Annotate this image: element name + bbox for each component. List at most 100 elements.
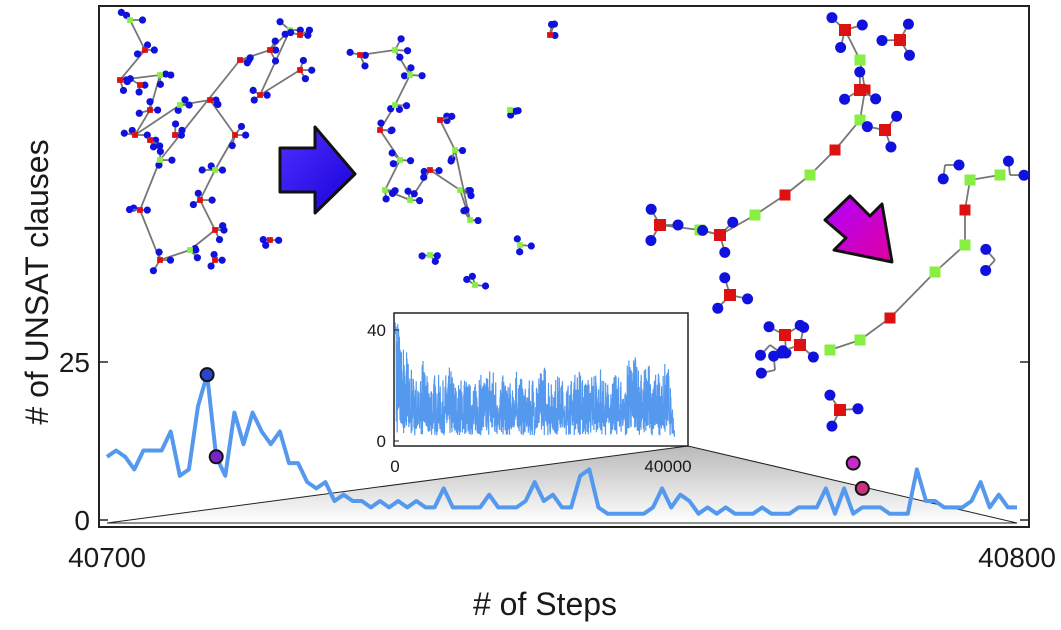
unsat-clause-node [839,24,851,36]
variable-node [672,219,684,231]
satisfied-clause-node [392,47,398,53]
variable-node [243,59,251,67]
graph-edge [199,199,216,231]
variable-node [275,236,283,244]
variable-node [407,64,415,72]
variable-node [903,49,915,61]
variable-node [361,51,369,59]
variable-node [458,146,467,155]
variable-node [346,48,354,56]
variable-node [174,106,182,114]
variable-node [447,157,455,165]
unsat-clause-node [879,124,891,136]
variable-node [839,93,851,105]
satisfied-clause-node [397,157,403,163]
variable-node [299,56,307,65]
variable-node [433,252,441,260]
graph-node [884,312,896,324]
unsat-clause-node [237,57,243,63]
variable-node [155,161,163,169]
variable-node [481,282,490,290]
main-axis-ticks [99,361,1029,521]
variable-node [305,26,314,34]
purple-transition-arrow [823,194,894,264]
unsat-clause-node [137,82,143,88]
unsat-clause-node [834,404,846,416]
satisfied-clause-node [407,197,413,203]
variable-node [835,41,847,53]
satisfied-clause-node [517,242,523,248]
variable-node [389,160,397,168]
variable-node [856,19,868,31]
variable-node [301,75,310,83]
inset-plot: 40 0 0 40000 [367,312,692,476]
unsat-clause-node [357,52,363,58]
variable-node [162,70,170,78]
satisfied-clause-node [457,187,463,193]
variable-node [712,302,724,314]
zoom-wedge [106,445,1018,524]
y-tick-label-0: 0 [74,505,90,536]
variable-node [213,100,221,108]
variable-node [937,173,949,185]
variable-node [125,205,134,214]
variable-node [146,98,154,106]
satisfied-clause-node [382,187,388,193]
satisfied-clause-node [127,17,133,23]
inset-y-tick-0: 0 [377,432,386,451]
variable-node [156,80,164,88]
variable-node [218,256,226,264]
variable-node [185,101,193,109]
variable-node [271,37,279,45]
variable-node [420,173,428,181]
variable-node [155,248,163,256]
variable-node [271,57,280,65]
graph-edge [889,271,936,319]
highlight-marker [208,449,224,465]
variable-node [876,34,888,46]
variable-node [249,86,257,94]
variable-node [953,159,965,171]
unsat-clause-node [212,257,218,263]
variable-node [388,149,396,157]
variable-node [400,72,409,80]
variable-node [191,244,199,253]
variable-node [418,252,426,260]
variable-node [189,200,197,209]
graph-edge [384,159,401,191]
variable-node [861,121,873,133]
variable-node [468,272,476,280]
variable-node [382,195,390,203]
variable-node [697,224,709,236]
variable-node [463,275,471,284]
variable-node [396,53,404,61]
variable-node [171,120,180,128]
unsat-clause-node [894,34,906,46]
graph-node [959,204,971,216]
unsat-clause-node [212,227,218,233]
x-tick-label-40800: 40800 [978,542,1056,573]
variable-node [420,167,428,176]
variable-node [824,389,836,401]
unsat-clause-node [377,127,383,133]
variable-node [826,12,838,24]
variable-node [418,72,426,80]
variable-node [645,203,657,215]
satisfied-clause-node [157,157,163,163]
variable-node [547,20,556,29]
variable-node [527,242,535,250]
satisfied-clause-node [187,247,193,253]
graph-edge [209,99,236,136]
graph-node [994,169,1006,181]
variable-node [150,46,158,54]
inset-ticks [394,329,399,442]
variable-node [143,131,151,139]
variable-node [719,272,731,284]
graph-edge [429,169,461,191]
variable-node [645,235,657,247]
unsat-clause-node [854,84,866,96]
satisfied-clause-node [472,282,478,288]
variable-node [415,197,424,205]
variable-node [754,349,766,361]
variable-node [272,46,280,54]
